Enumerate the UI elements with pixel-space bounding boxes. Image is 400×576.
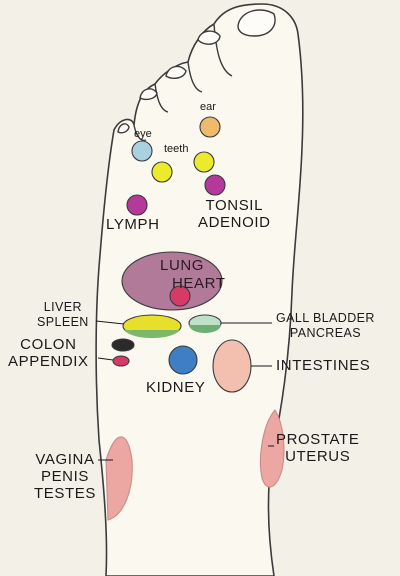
label-intestines: INTESTINES — [276, 357, 371, 374]
label-eye: eye — [134, 128, 152, 140]
colon-zone — [111, 338, 135, 352]
label-kidney: KIDNEY — [146, 379, 206, 396]
label-tonsil: TONSIL — [205, 197, 264, 214]
reflex-zones — [105, 116, 285, 521]
ear-zone — [199, 116, 221, 138]
toe-separation-lines — [133, 23, 233, 142]
lung-zone — [121, 251, 223, 311]
label-pancreas: PANCREAS — [289, 326, 361, 340]
heart-zone — [169, 285, 191, 307]
label-colon: COLON — [20, 336, 77, 353]
label-liver-spleen: LIVER SPLEEN — [37, 300, 89, 330]
appendix-zone — [112, 355, 130, 367]
label-adenoid: ADENOID — [198, 214, 271, 231]
reproductive-zone-left — [105, 436, 133, 521]
leader-lines — [95, 320, 274, 461]
label-vagina-penis-testes: VAGINA PENIS TESTES — [34, 451, 96, 502]
liver-spleen-lower — [124, 330, 180, 339]
teeth-zone-left — [151, 161, 173, 183]
label-prostate: PROSTATE — [276, 431, 360, 448]
label-lung: LUNG — [160, 257, 205, 274]
label-penis: PENIS — [40, 468, 89, 485]
label-colon-appendix: COLON APPENDIX — [8, 336, 89, 370]
label-uterus: UTERUS — [285, 448, 351, 465]
toenails — [117, 9, 276, 134]
lymph-zone — [126, 194, 148, 216]
label-testes: TESTES — [34, 485, 96, 502]
prostate-zone-right — [259, 409, 285, 488]
intestines-zone — [212, 339, 252, 393]
label-vagina: VAGINA — [35, 451, 95, 468]
label-lymph: LYMPH — [106, 216, 160, 233]
label-heart: HEART — [172, 275, 226, 292]
label-teeth: teeth — [164, 143, 189, 155]
label-liver: LIVER — [43, 300, 82, 314]
gall-bladder-lower — [189, 325, 221, 333]
kidney-zone — [168, 345, 198, 375]
teeth-zone-right — [193, 151, 215, 173]
label-spleen: SPLEEN — [37, 315, 89, 329]
label-ear: ear — [200, 101, 216, 113]
label-tonsil-adenoid: TONSIL ADENOID — [198, 197, 271, 231]
label-gall-pancreas: GALL BLADDER PANCREAS — [276, 311, 375, 341]
tonsil-zone — [204, 174, 226, 196]
eye-zone — [131, 140, 153, 162]
label-prostate-uterus: PROSTATE UTERUS — [276, 431, 359, 465]
label-appendix: APPENDIX — [8, 353, 89, 370]
label-gall-bladder: GALL BLADDER — [276, 311, 375, 325]
